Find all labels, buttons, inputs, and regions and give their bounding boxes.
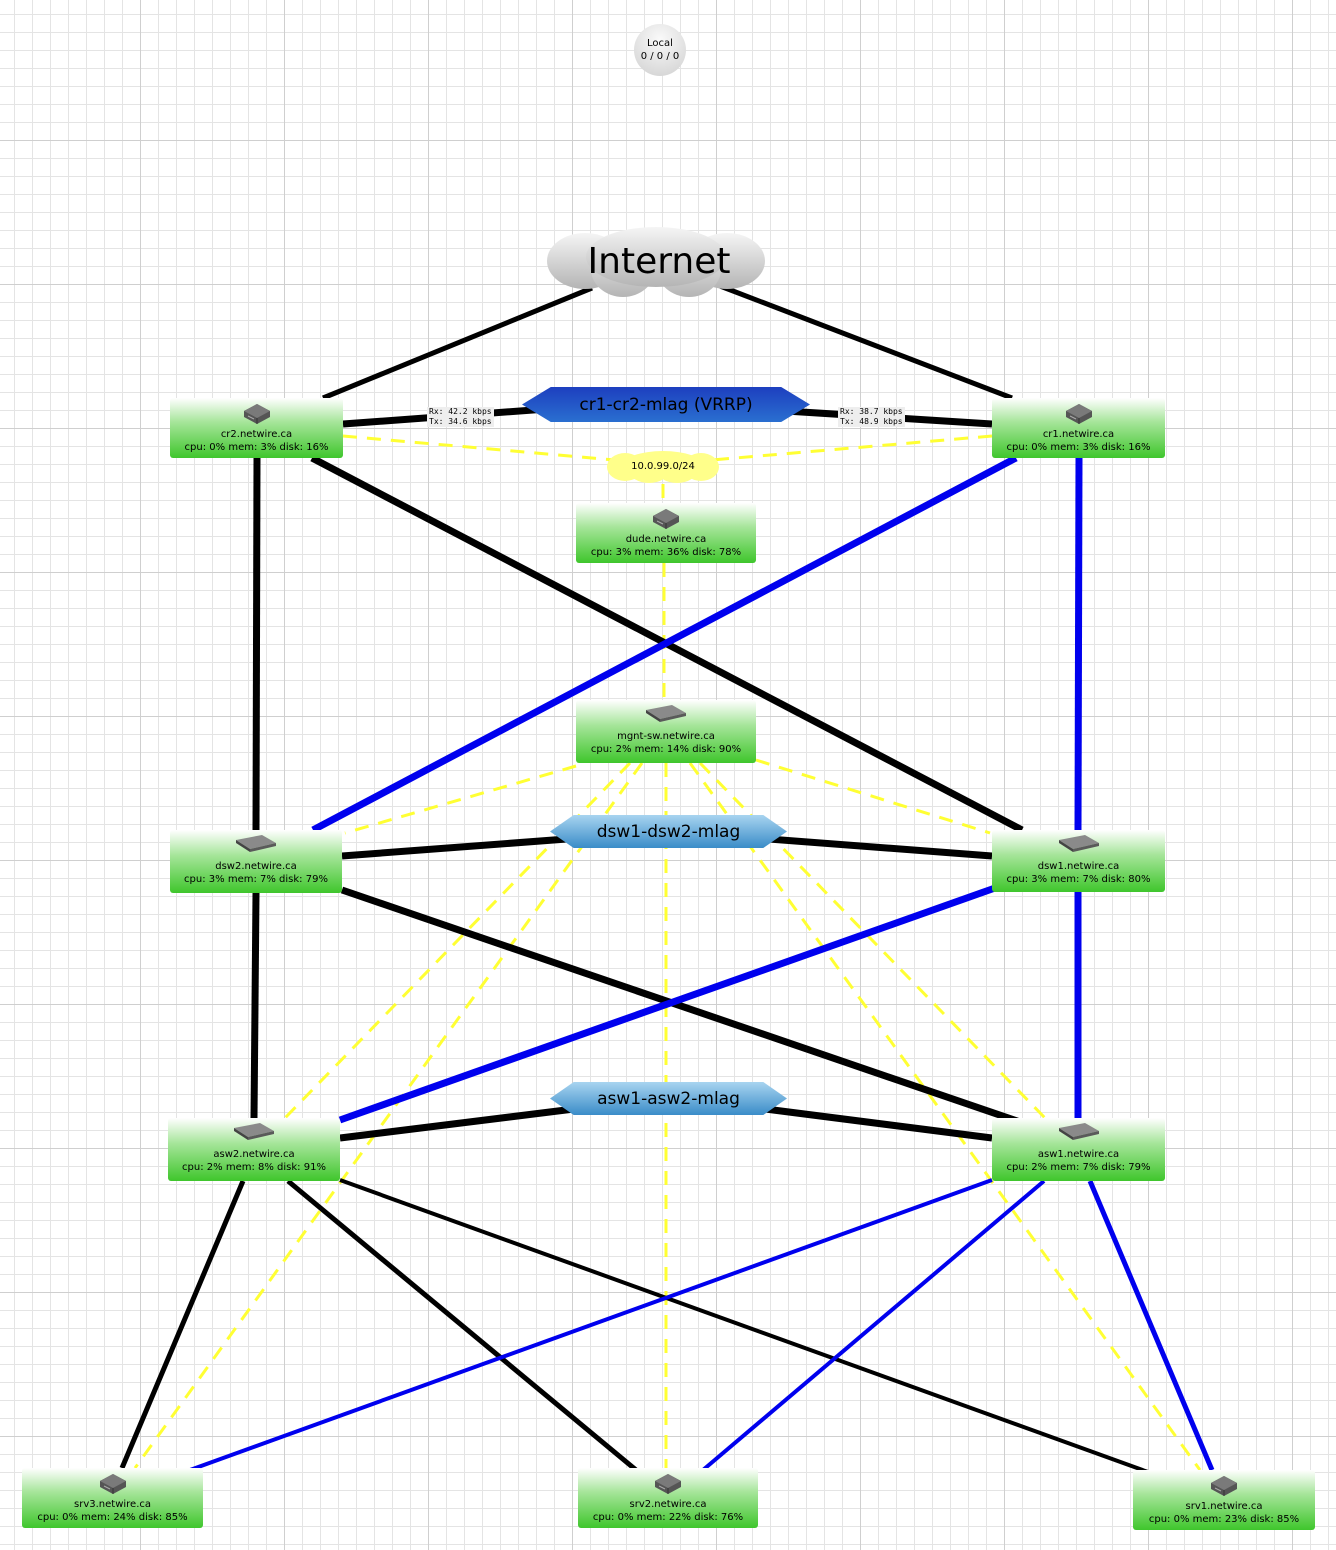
device-srv3[interactable]: srv3.netwire.ca cpu: 0% mem: 24% disk: 8… — [22, 1468, 203, 1528]
link-asw1-srv1[interactable] — [1087, 1180, 1215, 1471]
device-mgnt[interactable]: mgnt-sw.netwire.ca cpu: 2% mem: 14% disk… — [576, 700, 756, 763]
device-name: dsw2.netwire.ca — [215, 861, 297, 872]
link-access-mlag-asw1[interactable] — [749, 1103, 993, 1142]
link-dsw2-asw2[interactable] — [250, 892, 260, 1119]
device-stats: cpu: 0% mem: 3% disk: 16% — [1006, 442, 1151, 453]
link-dist-mlag-dsw1[interactable] — [754, 834, 993, 860]
device-stats: cpu: 3% mem: 36% disk: 78% — [590, 547, 742, 558]
device-stats: cpu: 2% mem: 8% disk: 91% — [182, 1162, 326, 1173]
device-name: cr2.netwire.ca — [220, 429, 293, 440]
link-internet-cr1[interactable] — [719, 283, 1013, 401]
link-asw2-srv3[interactable] — [119, 1180, 246, 1469]
cr2-rx: Rx: 42.2 kbps — [429, 407, 492, 416]
device-name: mgnt-sw.netwire.ca — [617, 731, 715, 742]
router-icon — [1207, 1473, 1241, 1501]
link-cr1-dsw1[interactable] — [1074, 457, 1083, 831]
cr2-tx: Tx: 34.6 kbps — [429, 417, 492, 426]
router-icon — [649, 506, 683, 534]
device-dsw1[interactable]: dsw1.netwire.ca cpu: 3% mem: 7% disk: 80… — [992, 830, 1165, 892]
device-stats: cpu: 0% mem: 24% disk: 85% — [37, 1512, 188, 1523]
device-stats: cpu: 0% mem: 3% disk: 16% — [184, 442, 329, 453]
switch-icon — [644, 703, 688, 727]
device-name: dsw1.netwire.ca — [1037, 861, 1120, 872]
access-mlag-label: asw1-asw2-mlag — [597, 1088, 740, 1109]
device-srv2[interactable]: srv2.netwire.ca cpu: 0% mem: 22% disk: 7… — [578, 1468, 758, 1528]
device-name: srv1.netwire.ca — [1185, 1501, 1263, 1512]
device-stats: cpu: 0% mem: 22% disk: 76% — [592, 1512, 744, 1523]
switch-icon — [234, 833, 278, 857]
link-mgnt-dsw1[interactable] — [755, 758, 991, 835]
device-stats: cpu: 0% mem: 23% disk: 85% — [1148, 1514, 1300, 1525]
dist-mlag-label: dsw1-dsw2-mlag — [596, 821, 741, 842]
device-stats: cpu: 3% mem: 7% disk: 80% — [1006, 874, 1151, 885]
core-mlag-label: cr1-cr2-mlag (VRRP) — [579, 394, 753, 415]
core-mlag[interactable]: cr1-cr2-mlag (VRRP) — [522, 387, 810, 422]
link-dsw2-asw1[interactable] — [340, 886, 1022, 1126]
device-name: asw2.netwire.ca — [213, 1149, 295, 1160]
link-mgnt-srv3[interactable] — [133, 762, 644, 1469]
device-asw1[interactable]: asw1.netwire.ca cpu: 2% mem: 7% disk: 79… — [992, 1118, 1165, 1181]
internet-label: Internet — [588, 241, 731, 282]
router-icon — [96, 1471, 130, 1499]
link-cr1-dsw2[interactable] — [311, 454, 1018, 834]
link-asw2-access-mlag[interactable] — [339, 1103, 591, 1142]
device-name: srv3.netwire.ca — [74, 1499, 151, 1510]
dist-mlag[interactable]: dsw1-dsw2-mlag — [550, 815, 787, 848]
link-cr2-subnet[interactable] — [342, 434, 616, 462]
local-label: Local — [647, 38, 673, 49]
link-asw2-srv2[interactable] — [286, 1179, 638, 1472]
device-stats: cpu: 3% mem: 7% disk: 79% — [184, 874, 328, 885]
router-icon — [240, 401, 274, 429]
link-asw1-srv2[interactable] — [701, 1179, 1046, 1472]
link-asw1-srv3[interactable] — [189, 1178, 993, 1472]
router-icon — [1062, 401, 1096, 429]
subnet-cloud[interactable]: 10.0.99.0/24 — [605, 450, 721, 484]
device-stats: cpu: 2% mem: 7% disk: 79% — [1006, 1162, 1151, 1173]
local-stats: 0 / 0 / 0 — [640, 51, 680, 62]
device-dsw2[interactable]: dsw2.netwire.ca cpu: 3% mem: 7% disk: 79… — [170, 830, 342, 893]
link-asw2-srv1[interactable] — [339, 1178, 1149, 1474]
device-cr1[interactable]: cr1.netwire.ca cpu: 0% mem: 3% disk: 16% — [992, 398, 1165, 458]
device-srv1[interactable]: srv1.netwire.ca cpu: 0% mem: 23% disk: 8… — [1133, 1470, 1315, 1530]
link-cr1-subnet[interactable] — [711, 434, 993, 462]
internet-cloud[interactable]: Internet — [545, 225, 767, 301]
link-dsw1-asw2[interactable] — [338, 884, 997, 1124]
local-node[interactable]: Local 0 / 0 / 0 — [634, 24, 686, 76]
cr1-tx: Tx: 48.9 kbps — [840, 417, 903, 426]
link-dsw2-dist-mlag[interactable] — [341, 834, 581, 860]
cr1-rx: Rx: 38.7 kbps — [840, 407, 903, 416]
device-name: asw1.netwire.ca — [1037, 1149, 1120, 1160]
router-icon — [651, 1471, 685, 1499]
access-mlag[interactable]: asw1-asw2-mlag — [550, 1082, 787, 1115]
device-name: cr1.netwire.ca — [1042, 429, 1115, 440]
switch-icon — [232, 1121, 276, 1145]
link-mgnt-dsw2[interactable] — [344, 764, 577, 835]
link-mgnt-srv1[interactable] — [688, 762, 1202, 1471]
switch-icon — [1057, 833, 1101, 857]
switch-icon — [1057, 1121, 1101, 1145]
link-cr2-dsw2[interactable] — [252, 457, 261, 831]
subnet-label: 10.0.99.0/24 — [631, 461, 695, 472]
device-cr2[interactable]: cr2.netwire.ca cpu: 0% mem: 3% disk: 16% — [170, 398, 343, 458]
device-name: srv2.netwire.ca — [629, 1499, 707, 1510]
device-name: dude.netwire.ca — [625, 534, 707, 545]
link-internet-cr2[interactable] — [322, 285, 593, 401]
device-dude[interactable]: dude.netwire.ca cpu: 3% mem: 36% disk: 7… — [576, 503, 756, 563]
device-stats: cpu: 2% mem: 14% disk: 90% — [590, 744, 742, 755]
device-asw2[interactable]: asw2.netwire.ca cpu: 2% mem: 8% disk: 91… — [168, 1118, 340, 1181]
